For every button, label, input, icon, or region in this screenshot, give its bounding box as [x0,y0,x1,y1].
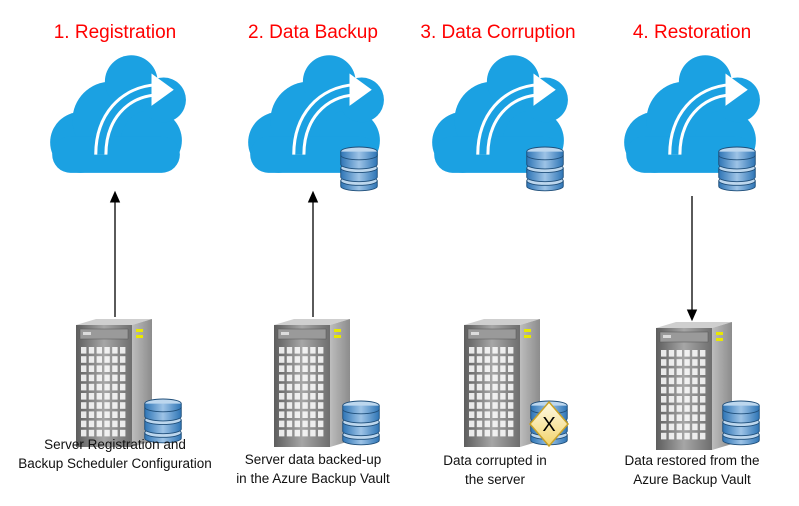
step-caption-line: Server data backed-up [245,452,382,467]
step-title: 3. Data Corruption [420,22,575,43]
step-title: 2. Data Backup [248,22,378,43]
cloud-database-icon [340,146,378,192]
cloud-database-icon [526,146,564,192]
cloud-database-icon [718,146,756,192]
step-caption-line: Server Registration and [44,437,186,452]
step-title: 1. Registration [54,22,177,43]
server-icon [273,318,351,448]
server-icon [75,318,153,448]
error-badge-label: X [542,414,555,436]
server-icon [655,321,733,451]
step-caption-line: Azure Backup Vault [633,472,751,487]
step-caption-line: Backup Scheduler Configuration [18,456,212,471]
cloud-upload-icon [50,55,186,173]
step-caption-line: in the Azure Backup Vault [236,471,390,486]
step-title: 4. Restoration [633,22,751,43]
step-caption-line: the server [465,472,526,487]
server-database-icon [722,400,760,446]
step-caption-line: Data restored from the [624,453,759,468]
step-caption-line: Data corrupted in [443,453,547,468]
server-icon [463,318,541,448]
error-x-icon: X [529,400,569,448]
server-database-icon [342,400,380,446]
